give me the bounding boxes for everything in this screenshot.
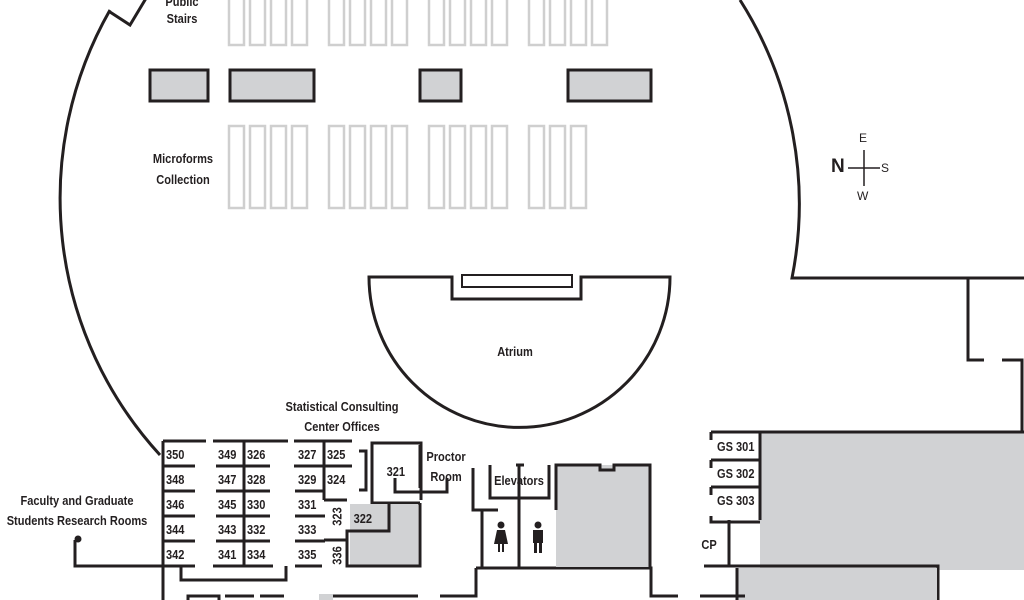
- gs-block: [760, 432, 1024, 570]
- label-line: Microforms: [152, 151, 214, 166]
- label-line: Room: [430, 469, 462, 484]
- room-341[interactable]: 341: [218, 547, 237, 562]
- room-346[interactable]: 346: [166, 497, 185, 512]
- label-line: Collection: [156, 172, 210, 187]
- room-344[interactable]: 344: [166, 522, 185, 537]
- label-line: Students Research Rooms: [6, 513, 148, 528]
- room-345[interactable]: 345: [218, 497, 237, 512]
- label-line: Faculty and Graduate: [20, 493, 134, 508]
- room-gs-3[interactable]: GS 303: [717, 493, 755, 508]
- room-331[interactable]: 331: [298, 497, 317, 512]
- room-329[interactable]: 329: [298, 472, 317, 487]
- outer-wall: [58, 0, 1024, 457]
- room-348[interactable]: 348: [166, 472, 185, 487]
- ss-rooms: [186, 594, 284, 600]
- room-333[interactable]: 333: [298, 522, 317, 537]
- room-gs-1[interactable]: GS 301: [717, 439, 755, 454]
- proctor-room-label: Proctor Room: [422, 447, 470, 487]
- label-line: Stairs: [166, 11, 198, 26]
- compass-south: S: [881, 161, 890, 175]
- faculty-research-label: Faculty and Graduate Students Research R…: [5, 491, 150, 531]
- room-350[interactable]: 350: [166, 447, 185, 462]
- table: [228, 68, 316, 103]
- room-347[interactable]: 347: [218, 472, 237, 487]
- grey-sliver: [319, 594, 333, 600]
- table: [148, 68, 210, 103]
- microforms-label: Microforms Collection: [145, 148, 222, 190]
- label-line: Statistical Consulting: [285, 399, 399, 414]
- compass-north: N: [831, 156, 845, 177]
- room-322[interactable]: 322: [353, 511, 373, 526]
- public-stairs-shape: [109, 0, 147, 28]
- men-restroom-icon: [533, 521, 543, 553]
- room-gs-2[interactable]: GS 302: [717, 466, 755, 481]
- room-324[interactable]: 324: [327, 472, 346, 487]
- room-323[interactable]: 323: [329, 507, 345, 526]
- room-332[interactable]: 332: [247, 522, 266, 537]
- grey-block-322: [350, 504, 418, 566]
- grey-block-center: [556, 465, 650, 567]
- gs-wall: [704, 430, 1024, 600]
- compass-east: E: [859, 131, 868, 145]
- room-327[interactable]: 327: [298, 447, 317, 462]
- faculty-room-walls: [73, 439, 368, 600]
- room-336[interactable]: 336: [329, 546, 345, 565]
- label-line: Center Offices: [304, 419, 380, 434]
- room-335[interactable]: 335: [298, 547, 317, 562]
- cp-label: CP: [701, 537, 717, 552]
- elevators-label: Elevators: [494, 473, 544, 488]
- room-334[interactable]: 334: [247, 547, 266, 562]
- statistical-consulting-label: Statistical Consulting Center Offices: [274, 397, 410, 437]
- room-321[interactable]: 321: [386, 464, 406, 479]
- pointer-dot: [74, 535, 82, 543]
- atrium-shape: [367, 275, 672, 429]
- room-328[interactable]: 328: [247, 472, 266, 487]
- label-line: Public: [165, 0, 199, 9]
- shelving-top: [227, 0, 609, 47]
- shelving-microforms: [227, 124, 588, 210]
- room-330[interactable]: 330: [247, 497, 266, 512]
- label-line: Proctor: [426, 449, 466, 464]
- room-342[interactable]: 342: [166, 547, 185, 562]
- right-wall: [966, 278, 1024, 432]
- public-stairs-label: Public Stairs: [157, 0, 208, 27]
- atrium-label: Atrium: [497, 344, 533, 359]
- room-343[interactable]: 343: [218, 522, 237, 537]
- lower-grey-block: [737, 568, 937, 600]
- room-349[interactable]: 349: [218, 447, 237, 462]
- compass-icon: [848, 150, 880, 186]
- women-restroom-icon: [494, 521, 508, 552]
- table: [566, 68, 653, 103]
- table: [418, 68, 463, 103]
- room-326[interactable]: 326: [247, 447, 266, 462]
- grey-block-outline: [554, 463, 652, 568]
- gs-rooms: [709, 432, 760, 524]
- room-325[interactable]: 325: [327, 447, 346, 462]
- compass-west: W: [857, 189, 869, 203]
- lower-wall: [700, 568, 745, 600]
- atrium-rail: [461, 274, 573, 288]
